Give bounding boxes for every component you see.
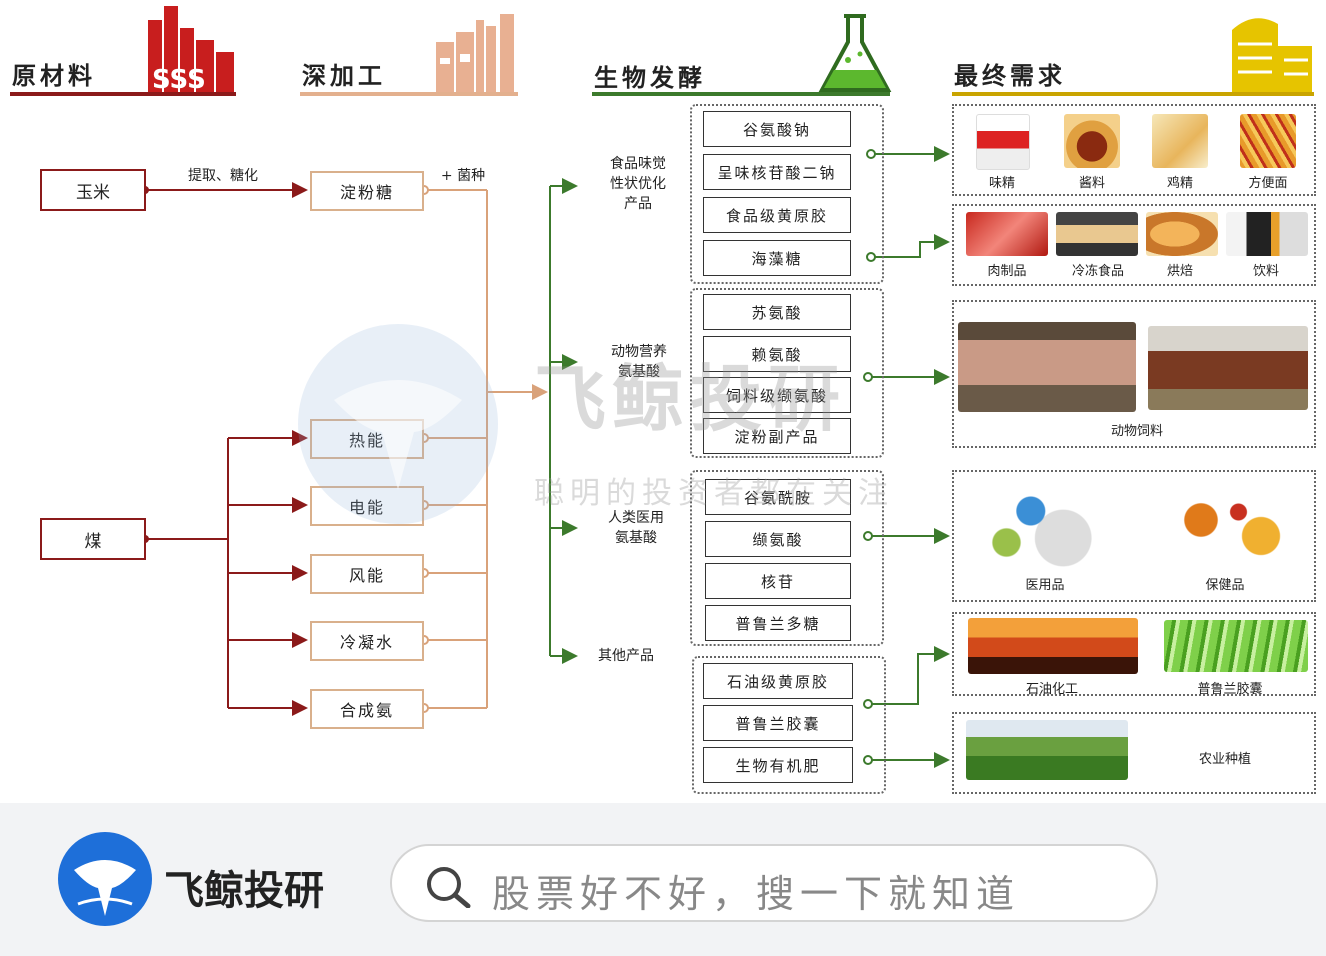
watermark-name: 飞鲸投研 xyxy=(534,357,847,441)
sauce-image xyxy=(1064,114,1120,168)
connector-lines xyxy=(141,146,950,768)
demand-petro-caption: 石油化工 xyxy=(1025,682,1078,697)
product-msg: 谷氨酸钠 xyxy=(703,111,851,147)
other-products-group xyxy=(692,656,886,794)
demand-health-caption: 保健品 xyxy=(1205,578,1245,593)
header-bio-underline xyxy=(592,92,890,96)
meat-image xyxy=(966,212,1048,256)
capsules-image xyxy=(1164,620,1308,672)
energy-wind-box: 风能 xyxy=(310,554,424,594)
pigs-image xyxy=(958,322,1136,412)
chicken-essence-image xyxy=(1152,114,1208,168)
msg-package-image xyxy=(976,114,1030,170)
demand-frozen-caption: 冷冻食品 xyxy=(1071,264,1124,279)
demand-meat-caption: 肉制品 xyxy=(987,264,1027,279)
bakery-image xyxy=(1146,212,1218,256)
energy-ammonia-box: 合成氨 xyxy=(310,689,424,729)
whale-logo-icon[interactable] xyxy=(56,830,154,928)
product-bio-fertilizer: 生物有机肥 xyxy=(703,747,853,783)
product-nucleoside: 核苷 xyxy=(705,563,851,599)
medicine-image xyxy=(966,484,1128,574)
product-trehalose: 海藻糖 xyxy=(703,240,851,276)
product-nucleotide: 呈味核苷酸二钠 xyxy=(703,154,851,190)
instant-noodles-image xyxy=(1240,114,1296,168)
strain-label: + 菌种 xyxy=(440,168,486,184)
farmland-image xyxy=(966,720,1128,780)
coal-box: 煤 xyxy=(40,518,146,560)
cattle-image xyxy=(1148,326,1308,410)
demand-beverage-caption: 饮料 xyxy=(1252,264,1279,279)
svg-text:SSS: SSS xyxy=(152,65,206,95)
frozen-food-image xyxy=(1056,212,1138,256)
category-animal: 动物营养 氨基酸 xyxy=(594,342,684,382)
extract-saccharify-label: 提取、糖化 xyxy=(188,168,258,184)
starch-sugar-box: 淀粉糖 xyxy=(310,171,424,211)
demand-capsule-caption: 普鲁兰胶囊 xyxy=(1197,682,1263,697)
watermark-slogan: 聪明的投资者都在关注 xyxy=(534,476,894,511)
product-threonine: 苏氨酸 xyxy=(703,294,851,330)
product-pullulan-capsule: 普鲁兰胶囊 xyxy=(703,705,853,741)
header-final-demand: 最终需求 xyxy=(954,61,1066,90)
demand-sauce-caption: 酱料 xyxy=(1078,176,1105,191)
flask-icon xyxy=(818,14,892,92)
energy-condensate-box: 冷凝水 xyxy=(310,621,424,661)
category-medical-text: 人类医用 氨基酸 xyxy=(608,510,664,546)
product-starch-byproduct: 淀粉副产品 xyxy=(703,418,851,454)
medical-products-group xyxy=(690,470,884,646)
energy-electric-box: 电能 xyxy=(310,486,424,526)
demand-group-feed xyxy=(952,300,1316,448)
whale-watermark-icon xyxy=(298,324,498,524)
category-food-text: 食品味觉 性状优化 产品 xyxy=(610,156,666,212)
demand-feed-caption: 动物饲料 xyxy=(1110,424,1163,439)
demand-group-industry xyxy=(952,612,1316,696)
header-raw-underline xyxy=(10,92,236,96)
demand-group-agriculture xyxy=(952,712,1316,794)
category-food: 食品味觉 性状优化 产品 xyxy=(592,154,684,214)
search-box[interactable]: 股票好不好，搜一下就知道 xyxy=(390,844,1158,922)
category-medical: 人类医用 氨基酸 xyxy=(590,508,682,548)
demand-bakery-caption: 烘焙 xyxy=(1166,264,1193,279)
building-gold-icon xyxy=(1232,18,1312,94)
corn-box: 玉米 xyxy=(40,169,146,211)
demand-group-foods xyxy=(952,204,1316,286)
demand-msg-caption: 味精 xyxy=(988,176,1015,191)
demand-group-condiments xyxy=(952,104,1316,196)
category-animal-text: 动物营养 氨基酸 xyxy=(611,344,667,380)
product-lysine: 赖氨酸 xyxy=(703,336,851,372)
product-food-xanthan: 食品级黄原胶 xyxy=(703,197,851,233)
animal-products-group xyxy=(690,288,884,458)
footer-brand[interactable]: 飞鲸投研 xyxy=(164,868,324,914)
supplements-image xyxy=(1156,488,1306,568)
demand-noodle-caption: 方便面 xyxy=(1248,176,1288,191)
category-other: 其他产品 xyxy=(598,648,654,664)
beverage-image xyxy=(1226,212,1308,256)
header-raw-materials: 原材料 xyxy=(12,61,96,90)
product-glutamine: 谷氨酰胺 xyxy=(705,479,851,515)
product-feed-valine: 饲料级缬氨酸 xyxy=(703,377,851,413)
product-pullulan-poly: 普鲁兰多糖 xyxy=(705,605,851,641)
search-icon[interactable] xyxy=(424,864,474,908)
header-deep-underline xyxy=(300,92,518,96)
header-final-underline xyxy=(952,92,1314,96)
demand-agri-caption: 农业种植 xyxy=(1198,752,1251,767)
header-deep-processing: 深加工 xyxy=(302,61,386,90)
oil-pump-image xyxy=(968,618,1138,674)
product-valine: 缬氨酸 xyxy=(705,521,851,557)
demand-group-health xyxy=(952,470,1316,602)
food-products-group xyxy=(690,104,884,284)
factory-tan-icon xyxy=(436,14,514,94)
product-oil-xanthan: 石油级黄原胶 xyxy=(703,663,853,699)
demand-chicken-caption: 鸡精 xyxy=(1166,176,1193,191)
factory-red-icon: SSS xyxy=(148,6,234,96)
search-placeholder: 股票好不好，搜一下就知道 xyxy=(492,872,1021,916)
header-bio-fermentation: 生物发酵 xyxy=(594,63,706,92)
demand-medical-caption: 医用品 xyxy=(1025,578,1065,593)
